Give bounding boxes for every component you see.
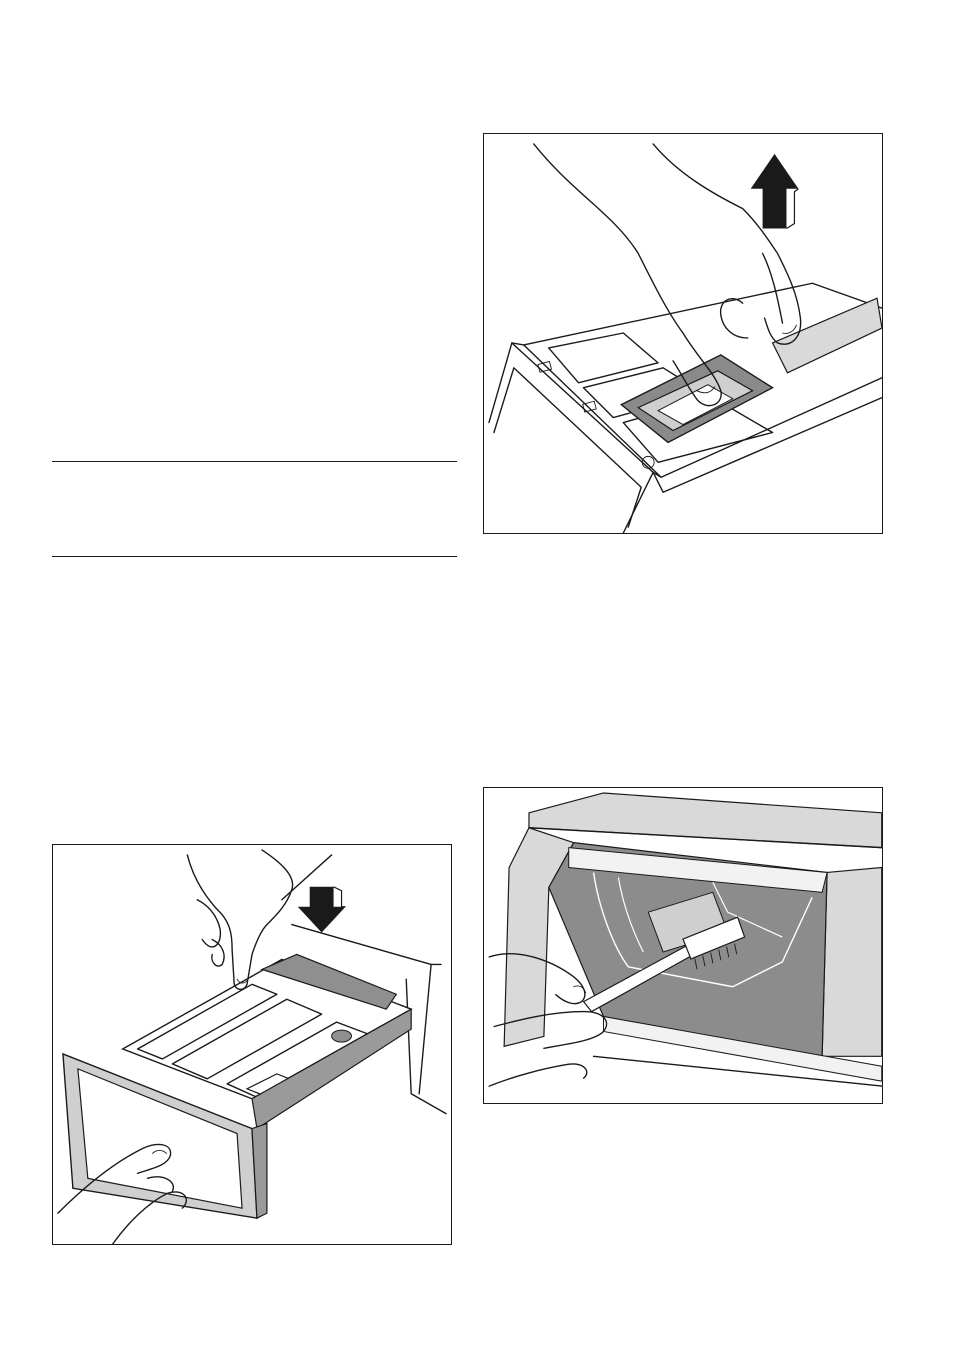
figure-clean-drawer-housing — [483, 787, 883, 1104]
detergent-drawer-icon — [484, 134, 882, 533]
separator-top — [52, 461, 457, 462]
figure-press-release-lever — [52, 844, 452, 1245]
separator-bottom — [52, 556, 457, 557]
detergent-drawer-icon — [53, 845, 451, 1244]
figure-remove-siphon-cap — [483, 133, 883, 534]
arrow-up-icon — [751, 154, 799, 229]
drawer-recess-icon — [484, 788, 882, 1103]
arrow-down-icon — [298, 887, 346, 933]
